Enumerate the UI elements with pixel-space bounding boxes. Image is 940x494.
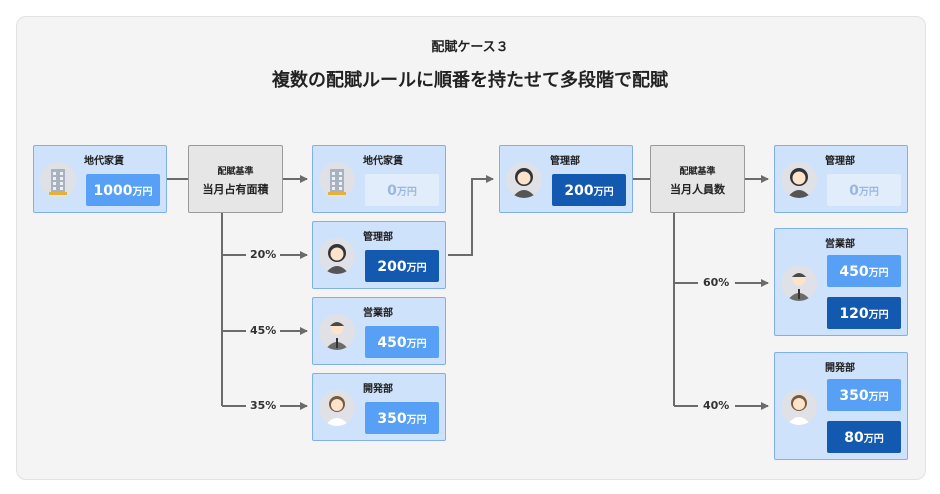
male-avatar-icon	[319, 314, 355, 350]
building-icon	[319, 162, 355, 198]
amount-badge: 200万円	[365, 250, 439, 282]
amount-value: 0	[849, 183, 859, 199]
amount-unit: 万円	[868, 268, 889, 279]
allocation-basis-area: 配賦基準 当月占有面積	[188, 145, 283, 213]
kaihatsu-card: 開発部 350万円	[312, 373, 446, 441]
percentage-label: 40%	[701, 399, 732, 412]
amount-value: 350	[839, 388, 869, 404]
amount-value: 450	[839, 264, 869, 280]
eigyo-final-card: 営業部 450万円 120万円	[774, 228, 908, 336]
case-title: 配賦ケース３	[431, 40, 509, 55]
percentage-label: 45%	[248, 324, 279, 337]
basis-caption: 配賦基準	[679, 167, 716, 177]
added-amount-badge: 120万円	[827, 297, 901, 329]
allocation-basis-headcount: 配賦基準 当月人員数	[650, 145, 745, 213]
percentage-label: 35%	[248, 399, 279, 412]
page-title: 複数の配賦ルールに順番を持たせて多段階で配賦	[272, 70, 668, 91]
kanri-remaining-card: 管理部 0万円	[774, 145, 908, 213]
percentage-label: 20%	[248, 248, 279, 261]
card-label: 開発部	[825, 363, 855, 374]
amount-unit: 万円	[406, 415, 427, 426]
card-label: 管理部	[550, 156, 580, 167]
edge-kanri-to-stage2	[448, 175, 494, 256]
person-avatar-icon	[319, 390, 355, 426]
amount-value: 200	[564, 183, 594, 199]
person-avatar-icon	[781, 389, 817, 425]
amount-unit: 万円	[406, 263, 427, 274]
added-amount-badge: 80万円	[827, 421, 901, 453]
percentage-label: 60%	[701, 276, 732, 289]
amount-value: 450	[377, 335, 407, 351]
amount-unit: 万円	[868, 310, 889, 321]
amount-value: 120	[839, 306, 869, 322]
amount-value: 1000	[93, 183, 133, 199]
eigyo-card: 営業部 450万円	[312, 297, 446, 365]
amount-unit: 万円	[593, 187, 614, 198]
amount-badge: 350万円	[827, 379, 901, 411]
amount-unit: 万円	[863, 434, 884, 445]
amount-badge: 450万円	[827, 255, 901, 287]
amount-unit: 万円	[406, 339, 427, 350]
kaihatsu-final-card: 開発部 350万円 80万円	[774, 352, 908, 460]
amount-value: 0	[387, 183, 397, 199]
kanri-source-card: 管理部 200万円	[499, 145, 633, 213]
card-label: 管理部	[363, 232, 393, 243]
card-label: 開発部	[363, 384, 393, 395]
amount-unit: 万円	[858, 187, 879, 198]
amount-value: 80	[844, 430, 864, 446]
basis-name: 当月占有面積	[202, 183, 269, 196]
basis-name: 当月人員数	[670, 183, 725, 196]
amount-badge: 0万円	[827, 174, 901, 206]
card-label: 営業部	[825, 239, 855, 250]
male-avatar-icon	[781, 265, 817, 301]
amount-badge: 350万円	[365, 402, 439, 434]
kanri-card: 管理部 200万円	[312, 221, 446, 289]
amount-unit: 万円	[132, 187, 153, 198]
card-label: 営業部	[363, 308, 393, 319]
amount-badge: 1000万円	[86, 174, 160, 206]
amount-unit: 万円	[868, 392, 889, 403]
female-avatar-icon	[506, 162, 542, 198]
card-label: 管理部	[825, 156, 855, 167]
amount-value: 200	[377, 259, 407, 275]
amount-badge: 200万円	[552, 174, 626, 206]
amount-value: 350	[377, 411, 407, 427]
amount-badge: 450万円	[365, 326, 439, 358]
female-avatar-icon	[319, 238, 355, 274]
card-label: 地代家賃	[363, 156, 403, 167]
rent-remaining-card: 地代家賃 0万円	[312, 145, 446, 213]
amount-unit: 万円	[396, 187, 417, 198]
basis-caption: 配賦基準	[217, 167, 254, 177]
building-icon	[40, 162, 76, 198]
card-label: 地代家賃	[84, 156, 124, 167]
amount-badge: 0万円	[365, 174, 439, 206]
female-avatar-icon	[781, 162, 817, 198]
rent-source-card: 地代家賃 1000万円	[33, 145, 167, 213]
